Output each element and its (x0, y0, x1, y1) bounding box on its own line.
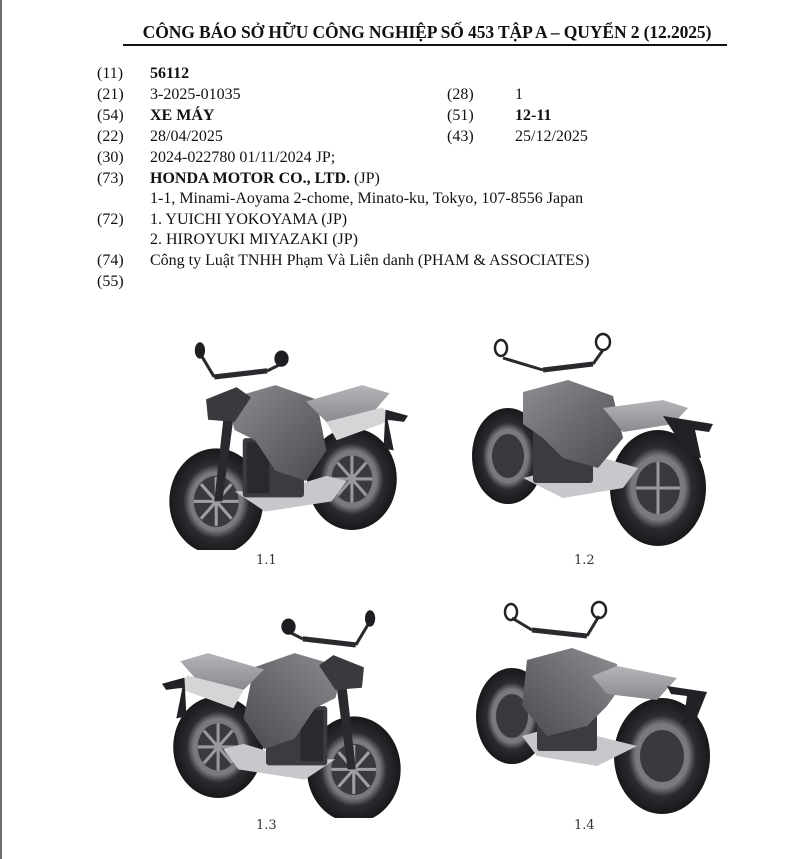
inventor-name: 2. HIROYUKI MIYAZAKI (JP) (150, 231, 358, 248)
field-value: 2024-022780 01/11/2024 JP; (150, 149, 336, 166)
field-code: (28) (447, 86, 474, 103)
figure-1-4-image (455, 590, 735, 818)
figure-caption: 1.1 (256, 553, 277, 568)
motorcycle-rear-left-icon (472, 332, 713, 546)
field-value: 3-2025-01035 (150, 86, 241, 103)
field-value: 12-11 (515, 107, 552, 124)
header-underline (123, 44, 727, 46)
field-code: (73) (97, 170, 124, 187)
motorcycle-front-left-icon (145, 322, 425, 550)
field-code: (43) (447, 128, 474, 145)
figure-caption: 1.4 (574, 818, 595, 833)
page-header-title: CÔNG BÁO SỞ HỮU CÔNG NGHIỆP SỐ 453 TẬP A… (142, 22, 712, 42)
inventor-name: 1. YUICHI YOKOYAMA (JP) (150, 211, 348, 228)
field-code: (72) (97, 211, 124, 228)
figure-caption: 1.3 (256, 818, 277, 833)
motorcycle-rear-right-icon (476, 600, 710, 814)
field-code: (21) (97, 86, 124, 103)
field-value: Công ty Luật TNHH Phạm Và Liên danh (PHA… (150, 252, 590, 269)
field-code: (11) (97, 65, 124, 82)
field-value: 56112 (150, 65, 190, 82)
field-code: (51) (447, 107, 474, 124)
figure-1-2-image (455, 322, 735, 550)
field-value: 25/12/2025 (515, 128, 588, 145)
figure-caption: 1.2 (574, 553, 595, 568)
owner-country: (JP) (350, 170, 380, 187)
field-value: 28/04/2025 (150, 128, 223, 145)
field-code: (54) (97, 107, 124, 124)
field-value: 1 (515, 86, 523, 103)
owner-name: HONDA MOTOR CO., LTD. (150, 170, 351, 187)
field-code: (22) (97, 128, 124, 145)
page-left-border (0, 0, 2, 859)
field-value: XE MÁY (150, 107, 215, 124)
field-code: (55) (97, 273, 124, 290)
figure-1-3-image (145, 590, 425, 818)
field-code: (30) (97, 149, 124, 166)
figure-1-1-image (145, 322, 425, 550)
motorcycle-front-right-icon (145, 590, 425, 818)
owner-address: 1-1, Minami-Aoyama 2-chome, Minato-ku, T… (150, 190, 584, 207)
field-code: (74) (97, 252, 124, 269)
